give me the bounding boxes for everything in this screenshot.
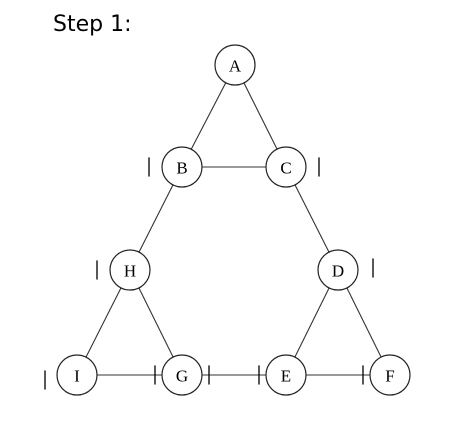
edge-d-f: [346, 287, 382, 358]
edge-b-h: [138, 184, 174, 253]
node-f: F: [369, 354, 411, 396]
node-circle: [265, 354, 307, 396]
node-circle: [369, 354, 411, 396]
node-circle: [265, 146, 307, 188]
node-label: C: [280, 159, 291, 178]
edge-c-d: [294, 184, 330, 253]
edge-h-i: [85, 287, 122, 358]
node-label: H: [124, 262, 136, 281]
edges-layer: [85, 82, 382, 376]
node-label: D: [332, 262, 344, 281]
node-label: I: [74, 367, 80, 386]
node-label: B: [176, 159, 187, 178]
step-title: Step 1:: [53, 12, 132, 37]
edge-h-g: [138, 287, 174, 358]
nodes-layer: A B C D E F G H I: [56, 44, 411, 396]
node-e: E: [265, 354, 307, 396]
ticks-layer: [44, 157, 374, 390]
edge-d-e: [294, 287, 330, 358]
node-h: H: [109, 249, 151, 291]
node-circle: [161, 146, 203, 188]
node-a: A: [214, 44, 256, 86]
node-circle: [161, 354, 203, 396]
node-g: G: [161, 354, 203, 396]
edge-a-c: [243, 82, 278, 150]
node-label: E: [281, 367, 291, 386]
node-circle: [317, 249, 359, 291]
node-circle: [214, 44, 256, 86]
node-label: F: [385, 367, 394, 386]
node-d: D: [317, 249, 359, 291]
node-label: G: [176, 367, 188, 386]
node-b: B: [161, 146, 203, 188]
edge-a-b: [190, 82, 227, 150]
node-circle: [109, 249, 151, 291]
node-c: C: [265, 146, 307, 188]
node-i: I: [56, 354, 98, 396]
node-circle: [56, 354, 98, 396]
node-label: A: [229, 57, 242, 76]
